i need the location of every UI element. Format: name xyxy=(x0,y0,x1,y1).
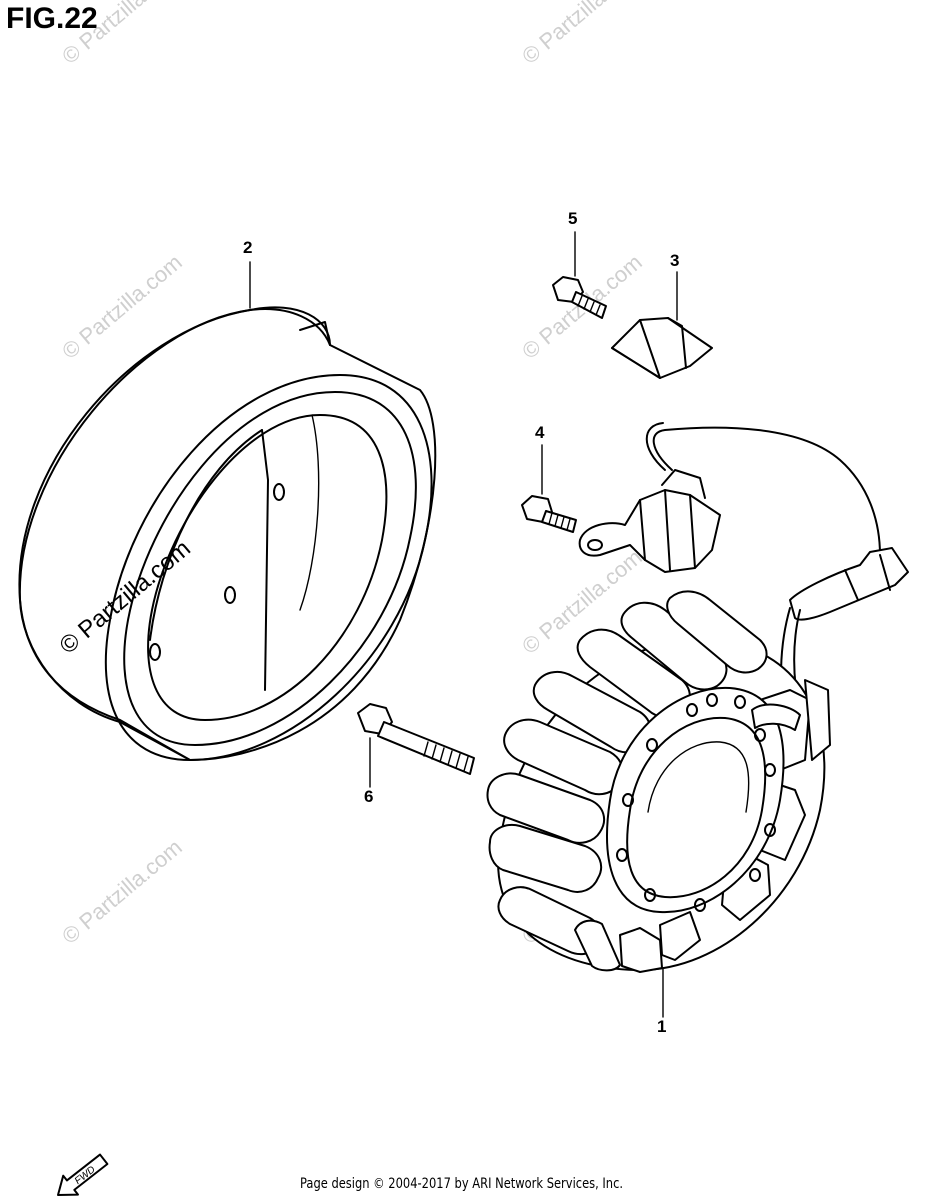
callout-4: 4 xyxy=(535,423,545,442)
callout-1: 1 xyxy=(657,1017,666,1036)
callout-6: 6 xyxy=(364,787,373,806)
part-bolt-5[interactable] xyxy=(552,276,607,319)
watermark: © Partzilla.com xyxy=(57,0,187,69)
part-bolt-4[interactable] xyxy=(521,495,577,533)
leader-lines xyxy=(249,231,678,1018)
part-rotor-ring[interactable] xyxy=(18,306,437,761)
part-stator[interactable] xyxy=(486,590,831,973)
part-bolt-6[interactable] xyxy=(357,703,475,775)
callout-3: 3 xyxy=(670,251,679,270)
watermark: © Partzilla.com xyxy=(57,834,187,948)
part-clip-cover[interactable] xyxy=(611,317,713,379)
callout-5: 5 xyxy=(568,209,577,228)
part-pickup-coil[interactable] xyxy=(578,422,909,719)
page-footer: Page design © 2004-2017 by ARI Network S… xyxy=(300,1176,624,1192)
figure-title: FIG.22 xyxy=(6,2,98,35)
callout-numbers: 2 5 3 4 6 1 xyxy=(243,209,679,1036)
watermark: © Partzilla.com xyxy=(517,0,647,69)
callout-2: 2 xyxy=(243,238,252,257)
fwd-arrow: FWD xyxy=(57,1153,109,1196)
